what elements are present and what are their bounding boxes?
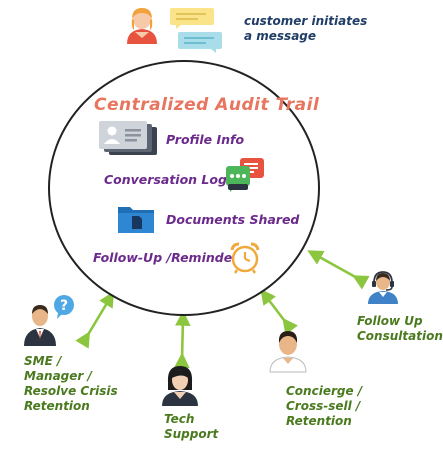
followup-line1: Follow Up [357,314,423,328]
documents-shared-label: Documents Shared [166,212,300,227]
message-bubble-icon [170,8,214,29]
reply-bubble-icon [178,32,222,53]
concierge-line3: Retention [286,414,352,428]
sme-line2: Manager / [24,369,92,383]
follow-up-reminder-label: Follow-Up /Reminder [93,250,239,265]
alarm-clock-icon [230,242,260,274]
conversation-logs-label: Conversation Logs [104,172,235,187]
profile-card-icon [99,121,157,155]
concierge-line1: Concierge / [286,384,363,398]
audit-trail-title: Centralized Audit Trail [94,95,320,115]
followup-line2: Consultation [357,329,443,343]
tech-line1: Tech [164,412,195,426]
concierge-icon [269,331,307,373]
concierge-line2: Cross-sell / [286,399,361,413]
sme-line3: Resolve Crisis [24,384,118,398]
svg-text:?: ? [60,298,68,314]
customer-initiates-label: customer initiates a message [244,14,367,44]
follow-up-consultation-label: Follow Up Consultation [357,314,443,344]
audit-trail-circle [48,60,320,316]
customer-initiates-line1: customer initiates [244,14,368,28]
tech-line2: Support [164,427,219,441]
profile-info-label: Profile Info [166,132,245,147]
chat-bubbles-icon [226,158,264,192]
tech-support-icon [162,366,198,406]
consultant-headset-icon [368,271,398,304]
customer-initiates-line2: a message [244,29,317,43]
customer-icon [127,8,157,44]
arrow-concierge [260,288,298,335]
concierge-label: Concierge / Cross-sell / Retention [286,384,362,429]
arrow-tech [174,310,191,368]
tech-support-label: Tech Support [164,412,218,442]
sme-line1: SME / [24,354,62,368]
arrow-sme [75,291,115,349]
folder-icon [118,207,154,233]
sme-label: SME / Manager / Resolve Crisis Retention [24,354,118,414]
arrow-followup [307,250,370,290]
sme-line4: Retention [24,399,90,413]
manager-icon: ? [24,295,74,346]
